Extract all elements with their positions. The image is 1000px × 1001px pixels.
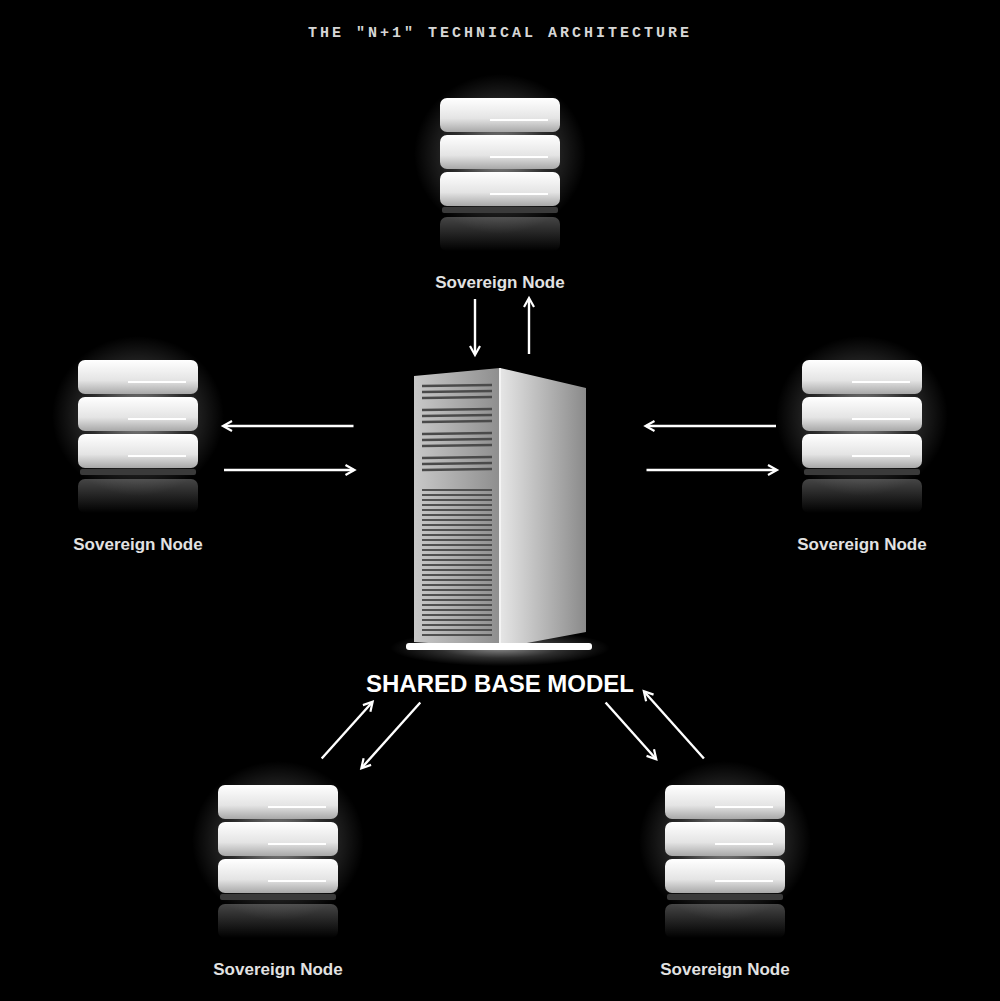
flow-arrow xyxy=(362,703,420,768)
sovereign-node: Sovereign Node xyxy=(420,76,580,293)
node-label: Sovereign Node xyxy=(198,960,358,980)
model-label: SHARED BASE MODEL xyxy=(360,670,641,698)
flow-arrow xyxy=(322,703,372,759)
flow-arrow xyxy=(606,703,656,759)
base-model-server: SHARED BASE MODEL xyxy=(360,360,641,698)
server-stack-icon xyxy=(430,76,570,251)
flow-arrow xyxy=(224,469,354,471)
server-stack-icon xyxy=(792,338,932,513)
server-stack-icon xyxy=(68,338,208,513)
node-label: Sovereign Node xyxy=(58,535,218,555)
node-label: Sovereign Node xyxy=(645,960,805,980)
server-stack-icon xyxy=(208,763,348,938)
sovereign-node: Sovereign Node xyxy=(198,763,358,980)
flow-arrow xyxy=(647,469,777,471)
node-label: Sovereign Node xyxy=(420,273,580,293)
flow-arrow xyxy=(528,299,530,354)
node-label: Sovereign Node xyxy=(782,535,942,555)
diagram-title: THE "N+1" TECHNICAL ARCHITECTURE xyxy=(0,25,1000,42)
flow-arrow xyxy=(474,299,476,354)
flow-arrow xyxy=(224,425,354,427)
flow-arrow xyxy=(645,692,704,759)
server-stack-icon xyxy=(655,763,795,938)
flow-arrow xyxy=(647,425,777,427)
server-tower-icon xyxy=(400,360,600,660)
sovereign-node: Sovereign Node xyxy=(645,763,805,980)
sovereign-node: Sovereign Node xyxy=(782,338,942,555)
sovereign-node: Sovereign Node xyxy=(58,338,218,555)
